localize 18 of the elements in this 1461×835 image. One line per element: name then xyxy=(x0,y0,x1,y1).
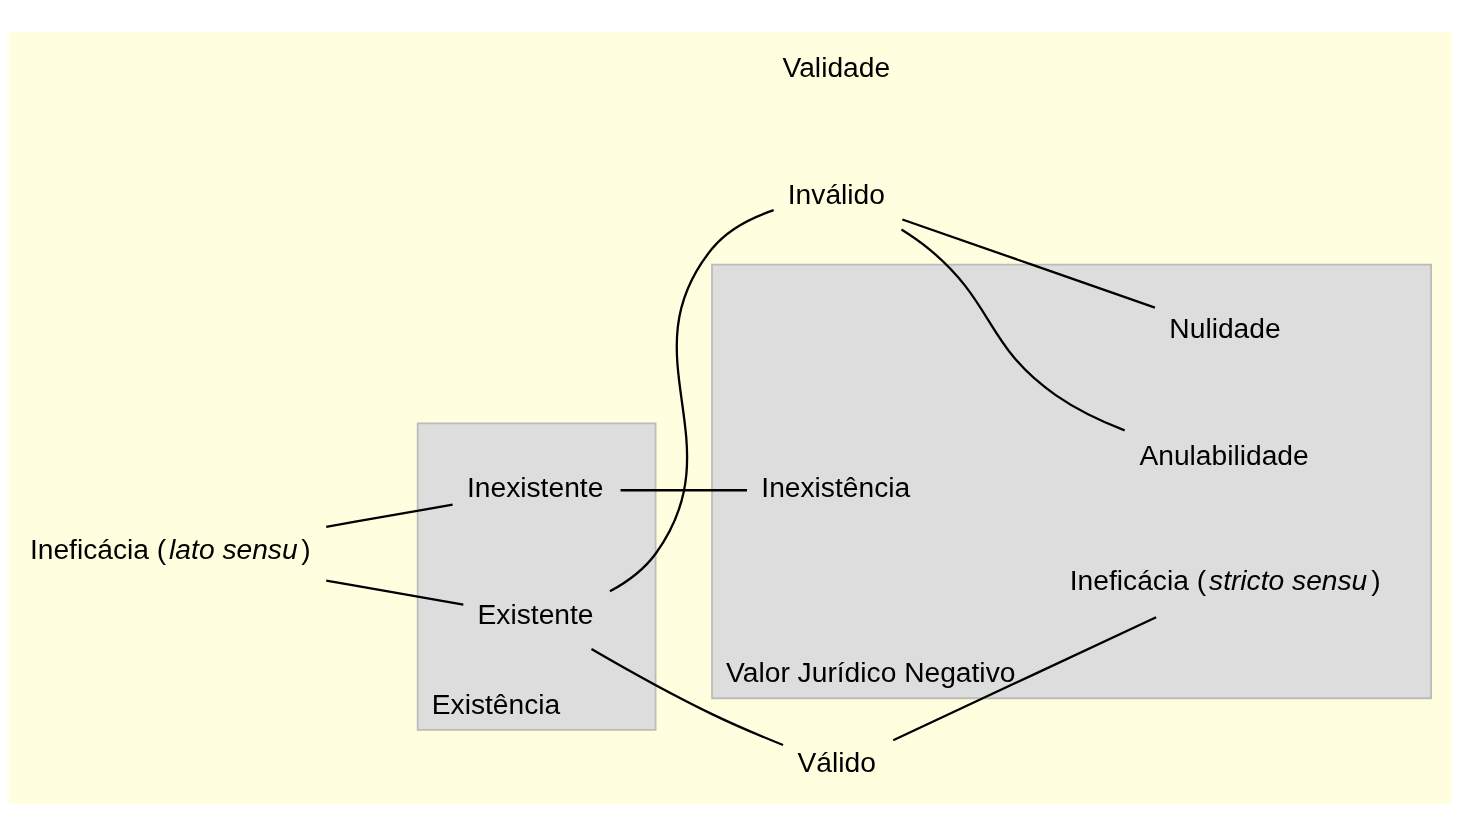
connector xyxy=(620,488,748,491)
node-text: Inexistência xyxy=(761,470,911,503)
connector xyxy=(326,579,464,606)
node-text: Anulabilidade xyxy=(1139,438,1309,471)
connector xyxy=(900,227,1126,431)
node-text: Inexistente xyxy=(467,470,604,503)
node-text: Existente xyxy=(477,597,594,630)
connector xyxy=(609,208,775,592)
node-text: Válido xyxy=(797,745,876,778)
node-text: Ineficácia (stricto sensu) xyxy=(1069,563,1381,596)
node-text: Nulidade xyxy=(1169,311,1281,344)
label: Validade xyxy=(782,50,891,83)
connector xyxy=(902,217,1156,309)
connector xyxy=(590,647,784,746)
node-text: Ineficácia (lato sensu) xyxy=(29,532,311,565)
connector xyxy=(892,615,1157,741)
connector xyxy=(326,503,453,528)
node-text: Inválido xyxy=(787,177,885,210)
